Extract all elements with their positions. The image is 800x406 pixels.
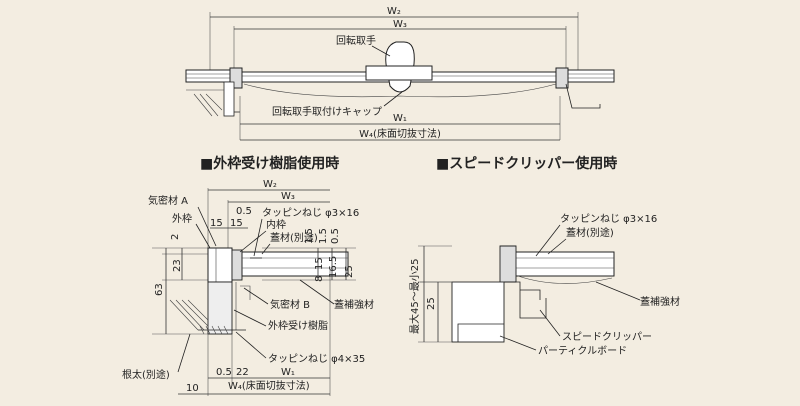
left-vdim-1-5a: 1.5 — [318, 228, 329, 244]
right-dim-25: 25 — [426, 297, 437, 310]
left-dim-23: 23 — [172, 259, 183, 272]
label-inner-frame: 内枠 — [266, 218, 286, 231]
particle-board-section — [451, 281, 505, 343]
label-handle-cap: 回転取手取付けキャップ — [272, 105, 382, 118]
right-lid-material — [503, 251, 615, 277]
left-dim-w3: W₃ — [281, 191, 295, 202]
outer-frame — [207, 247, 233, 283]
label-outer-frame: 外枠 — [172, 212, 192, 225]
left-vdim-8: 8 — [314, 276, 325, 282]
left-dim-2: 2 — [170, 234, 181, 240]
left-vdim-0-5: 0.5 — [330, 228, 341, 244]
label-speed-clipper: スピードクリッパー — [562, 331, 652, 343]
outer-frame-resin — [207, 281, 233, 335]
dim-w3-label: W₃ — [393, 19, 407, 30]
left-detail-diagram: ■外枠受け樹脂使用時 W₂ W₃ 0.5 15 15 2 23 63 — [122, 155, 374, 396]
label-lid-reinforce-right: 蓋補強材 — [640, 295, 680, 308]
left-dim-63: 63 — [154, 283, 165, 296]
right-heading: ■スピードクリッパー使用時 — [436, 155, 617, 172]
label-lid-material-left: 蓋材(別途) — [270, 231, 318, 244]
left-dim-15b: 15 — [230, 218, 243, 229]
dim-w1-label: W₁ — [393, 113, 407, 124]
label-lid-material-right: 蓋材(別途) — [566, 226, 614, 239]
label-airtight-b: 気密材 B — [270, 298, 310, 311]
left-dim-w4: W₄(床面切抜寸法) — [228, 379, 310, 392]
top-section-diagram: W₂ W₃ W₁ W₄(床面切抜寸法) — [185, 6, 615, 141]
label-airtight-a: 気密材 A — [148, 194, 188, 207]
label-tapping-small-left: タッピンねじ φ3×16 — [262, 207, 359, 219]
left-vdim-25: 25 — [344, 265, 355, 278]
left-heading: ■外枠受け樹脂使用時 — [200, 155, 339, 172]
label-particle-board: パーティクルボード — [538, 345, 627, 357]
dim-w4-label: W₄(床面切抜寸法) — [359, 127, 441, 140]
left-vdim-16-5: 16.5 — [328, 256, 339, 278]
left-dim-0-5-bot: 0.5 — [216, 367, 232, 378]
left-dim-15a: 15 — [210, 218, 223, 229]
right-dim-range: 最大45～最小25 — [408, 259, 421, 334]
lid-material — [241, 251, 349, 277]
left-vdim-1-5b: 1.5 — [304, 228, 315, 244]
right-detail-diagram: ■スピードクリッパー使用時 最大45～最小25 25 タッピンねじ φ3×16 … — [408, 155, 680, 357]
label-lid-reinforce-left: 蓋補強材 — [334, 298, 374, 311]
label-rotary-handle: 回転取手 — [336, 34, 376, 47]
left-dim-22: 22 — [236, 367, 249, 378]
label-tapping-small-right: タッピンねじ φ3×16 — [560, 213, 657, 225]
dim-w2-label: W₂ — [387, 6, 401, 17]
inner-frame — [231, 249, 243, 281]
left-dim-0-5-top: 0.5 — [236, 206, 252, 217]
label-joist: 根太(別途) — [122, 368, 170, 381]
left-dim-10: 10 — [186, 383, 199, 394]
label-outer-frame-resin: 外枠受け樹脂 — [268, 319, 328, 332]
label-tapping-large: タッピンねじ φ4×35 — [268, 353, 365, 365]
handle-cap — [365, 65, 433, 81]
left-dim-w1: W₁ — [281, 367, 295, 378]
left-dim-w2: W₂ — [263, 179, 277, 190]
left-vdim-15: 15 — [314, 257, 325, 270]
